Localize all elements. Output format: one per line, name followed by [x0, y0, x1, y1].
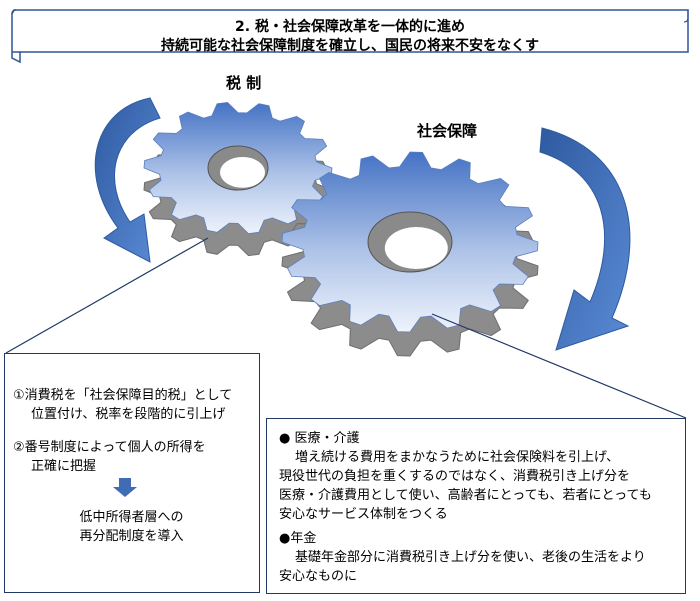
gear-hole-inner: [384, 227, 448, 269]
pension-title: ●年金: [279, 531, 317, 546]
tax-label: 税 制: [226, 74, 262, 92]
medical-care-line-3: 医療・介護費用として使い、高齢者にとっても、若者にとっても: [279, 488, 652, 503]
banner-line-1: 2. 税・社会保障改革を一体的に進め: [235, 19, 465, 35]
left-cycle-arrow: [94, 97, 161, 263]
measure-2-line-1: ②番号制度によって個人の所得を: [13, 440, 206, 455]
pension-line-2: 安心なものに: [279, 569, 358, 584]
measure-2-line-2: 正確に把握: [31, 459, 97, 474]
connector-line-left: [5, 237, 209, 354]
banner-line-2: 持続可能な社会保障制度を確立し、国民の将来不安をなくす: [161, 38, 539, 54]
social-security-measures-box: ● 医療・介護 増え続ける費用をまかなうために社会保険料を引上げ、 現役世代の負…: [266, 418, 686, 594]
tax-measures-box: ①消費税を「社会保障目的税」として 位置付け、税率を段階的に引上げ ②番号制度に…: [4, 353, 260, 593]
connector-line-right: [431, 313, 687, 419]
result-line-2: 再分配制度を導入: [79, 529, 184, 544]
measure-1-line-1: ①消費税を「社会保障目的税」として: [13, 388, 233, 403]
result-line-1: 低中所得者層への: [79, 510, 184, 525]
medical-care-line-4: 安心なサービス体制をつくる: [279, 507, 448, 522]
scroll-shape: [11, 9, 689, 64]
title-banner: 2. 税・社会保障改革を一体的に進め 持続可能な社会保障制度を確立し、国民の将来…: [8, 6, 692, 64]
medical-care-title: ● 医療・介護: [279, 431, 360, 446]
social-security-gear: [281, 151, 539, 357]
tax-gear: [143, 101, 333, 257]
gear-hole-inner: [220, 157, 265, 188]
measure-1-line-2: 位置付け、税率を段階的に引上げ: [31, 407, 226, 422]
medical-care-line-2: 現役世代の負担を重くするのではなく、消費税引き上げ分を: [279, 469, 631, 484]
down-arrow-icon: [113, 478, 137, 497]
right-cycle-arrow: [539, 127, 631, 351]
social-security-label: 社会保障: [417, 122, 478, 140]
pension-line-1: 基礎年金部分に消費税引き上げ分を使い、老後の生活をより: [295, 550, 646, 565]
medical-care-line-1: 増え続ける費用をまかなうために社会保険料を引上げ、: [295, 450, 620, 465]
